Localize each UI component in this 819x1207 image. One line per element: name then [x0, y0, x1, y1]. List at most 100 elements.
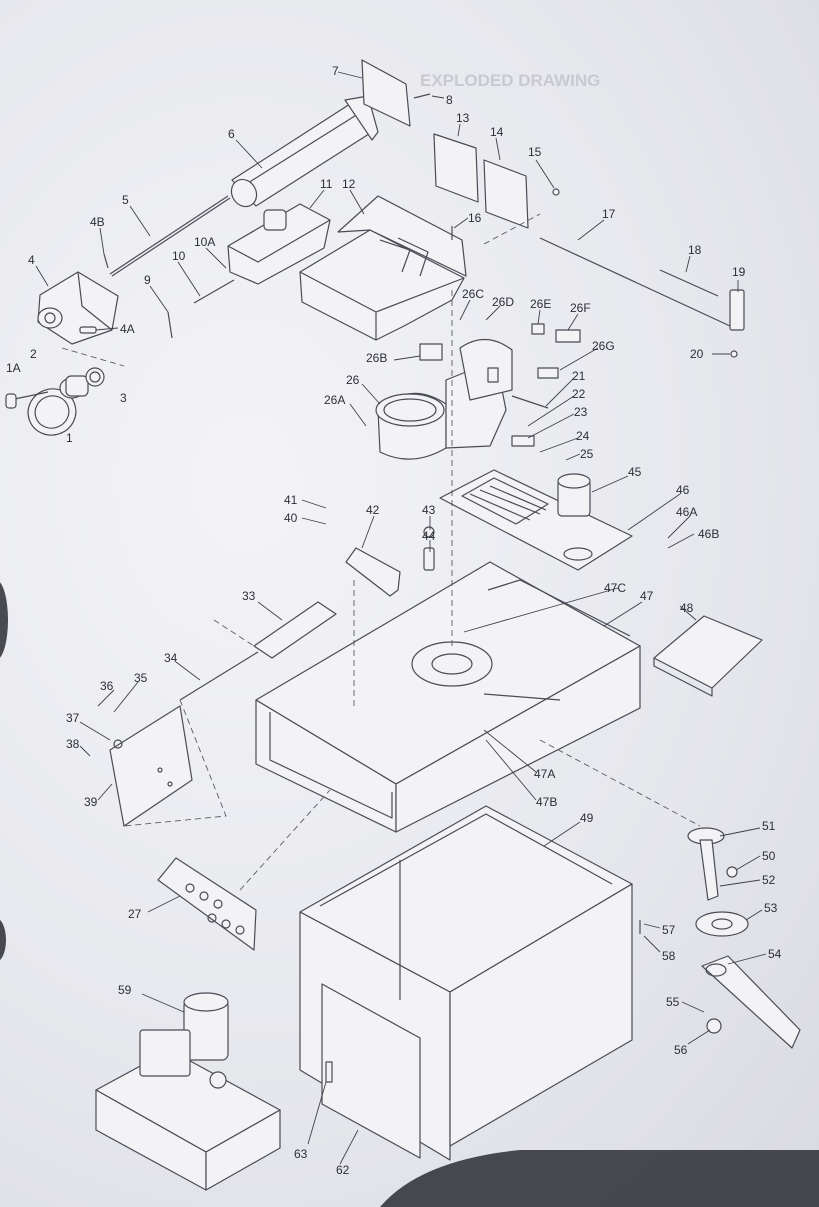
- label-53: 53: [764, 901, 778, 915]
- part-10-rod: [193, 279, 235, 304]
- label-9: 9: [144, 273, 151, 287]
- part-4a-bolt: [79, 326, 97, 334]
- part-26-swivel-housing: [375, 338, 513, 460]
- label-17: 17: [602, 207, 616, 221]
- label-43: 43: [422, 503, 436, 517]
- label-5: 5: [122, 193, 129, 207]
- label-4a: 4A: [120, 322, 135, 336]
- label-16: 16: [468, 211, 482, 225]
- label-24: 24: [576, 429, 590, 443]
- part-14-plate: [483, 159, 529, 229]
- part-19-bracket: [729, 289, 745, 331]
- part-62-door: [321, 983, 421, 1159]
- label-57: 57: [662, 923, 676, 937]
- part-6-hydraulic-cylinder: [230, 95, 379, 208]
- label-45: 45: [628, 465, 642, 479]
- label-6: 6: [228, 127, 235, 141]
- part-54-arm: [701, 955, 801, 1049]
- label-11: 11: [320, 177, 333, 191]
- label-58: 58: [662, 949, 676, 963]
- label-47: 47: [640, 589, 654, 603]
- label-8: 8: [446, 93, 453, 107]
- label-62: 62: [336, 1163, 350, 1177]
- label-52: 52: [762, 873, 776, 887]
- label-22: 22: [572, 387, 586, 401]
- label-47c: 47C: [604, 581, 626, 595]
- part-59-hydraulic-power-unit: [95, 992, 281, 1191]
- label-49: 49: [580, 811, 594, 825]
- label-44: 44: [422, 529, 436, 543]
- part-26e-block: [531, 323, 545, 335]
- part-11-vise-jaw: [227, 203, 331, 285]
- part-9-lever: [167, 311, 173, 339]
- finger-shadow-left-lower: [0, 919, 6, 961]
- part-34-rod: [179, 651, 259, 701]
- label-14: 14: [490, 125, 504, 139]
- label-20: 20: [690, 347, 704, 361]
- leader-lines: [35, 71, 767, 1165]
- photo-shadow-bottom: [380, 1150, 819, 1207]
- part-50-bushing: [726, 866, 738, 878]
- label-19: 19: [732, 265, 746, 279]
- part-26f-block: [555, 329, 581, 343]
- label-26g: 26G: [592, 339, 615, 353]
- part-12-vise-base: [299, 195, 467, 341]
- label-46: 46: [676, 483, 690, 497]
- label-4b: 4B: [90, 215, 105, 229]
- part-5-lead-screw: [109, 195, 231, 277]
- part-53-pulley: [695, 911, 749, 937]
- assembly-line-6: [239, 789, 331, 891]
- part-26b-bracket: [419, 343, 443, 361]
- part-23-clamp: [511, 435, 535, 447]
- label-26: 26: [346, 373, 360, 387]
- part-44-valve: [423, 547, 435, 571]
- label-47b: 47B: [536, 795, 557, 809]
- label-50: 50: [762, 849, 776, 863]
- part-2-hub: [59, 375, 89, 399]
- part-18-rod: [659, 269, 719, 297]
- label-35: 35: [134, 671, 148, 685]
- label-37: 37: [66, 711, 80, 725]
- label-26e: 26E: [530, 297, 551, 311]
- part-48-cover: [653, 615, 763, 689]
- label-48: 48: [680, 601, 694, 615]
- label-13: 13: [456, 111, 470, 125]
- label-21: 21: [572, 369, 586, 383]
- part-39-side-plate: [109, 705, 193, 827]
- part-4b-screw: [103, 253, 109, 269]
- label-51: 51: [762, 819, 776, 833]
- label-26f: 26F: [570, 301, 591, 315]
- label-23: 23: [574, 405, 588, 419]
- label-3: 3: [120, 391, 127, 405]
- label-41: 41: [284, 493, 298, 507]
- assembly-line-5: [539, 739, 701, 827]
- assembly-line-7: [123, 699, 227, 827]
- part-27-control-panel: [157, 857, 257, 951]
- part-7-plate: [361, 59, 411, 127]
- label-10: 10: [172, 249, 186, 263]
- label-54: 54: [768, 947, 782, 961]
- part-26g-block: [537, 367, 559, 379]
- label-42: 42: [366, 503, 380, 517]
- label-38: 38: [66, 737, 80, 751]
- label-39: 39: [84, 795, 98, 809]
- label-12: 12: [342, 177, 356, 191]
- label-47a: 47A: [534, 767, 555, 781]
- label-27: 27: [128, 907, 142, 921]
- label-34: 34: [164, 651, 178, 665]
- label-15: 15: [528, 145, 542, 159]
- label-33: 33: [242, 589, 256, 603]
- label-2: 2: [30, 347, 37, 361]
- label-7: 7: [332, 64, 339, 78]
- part-46-motor-plate: [439, 469, 633, 571]
- part-1-handwheel: [5, 388, 77, 436]
- part-17-guide-rod: [539, 237, 731, 327]
- label-26b: 26B: [366, 351, 387, 365]
- part-13-plate: [433, 133, 479, 203]
- label-59: 59: [118, 983, 132, 997]
- part-21-shaft: [511, 395, 549, 409]
- assembly-line-1: [61, 347, 125, 367]
- label-4: 4: [28, 253, 35, 267]
